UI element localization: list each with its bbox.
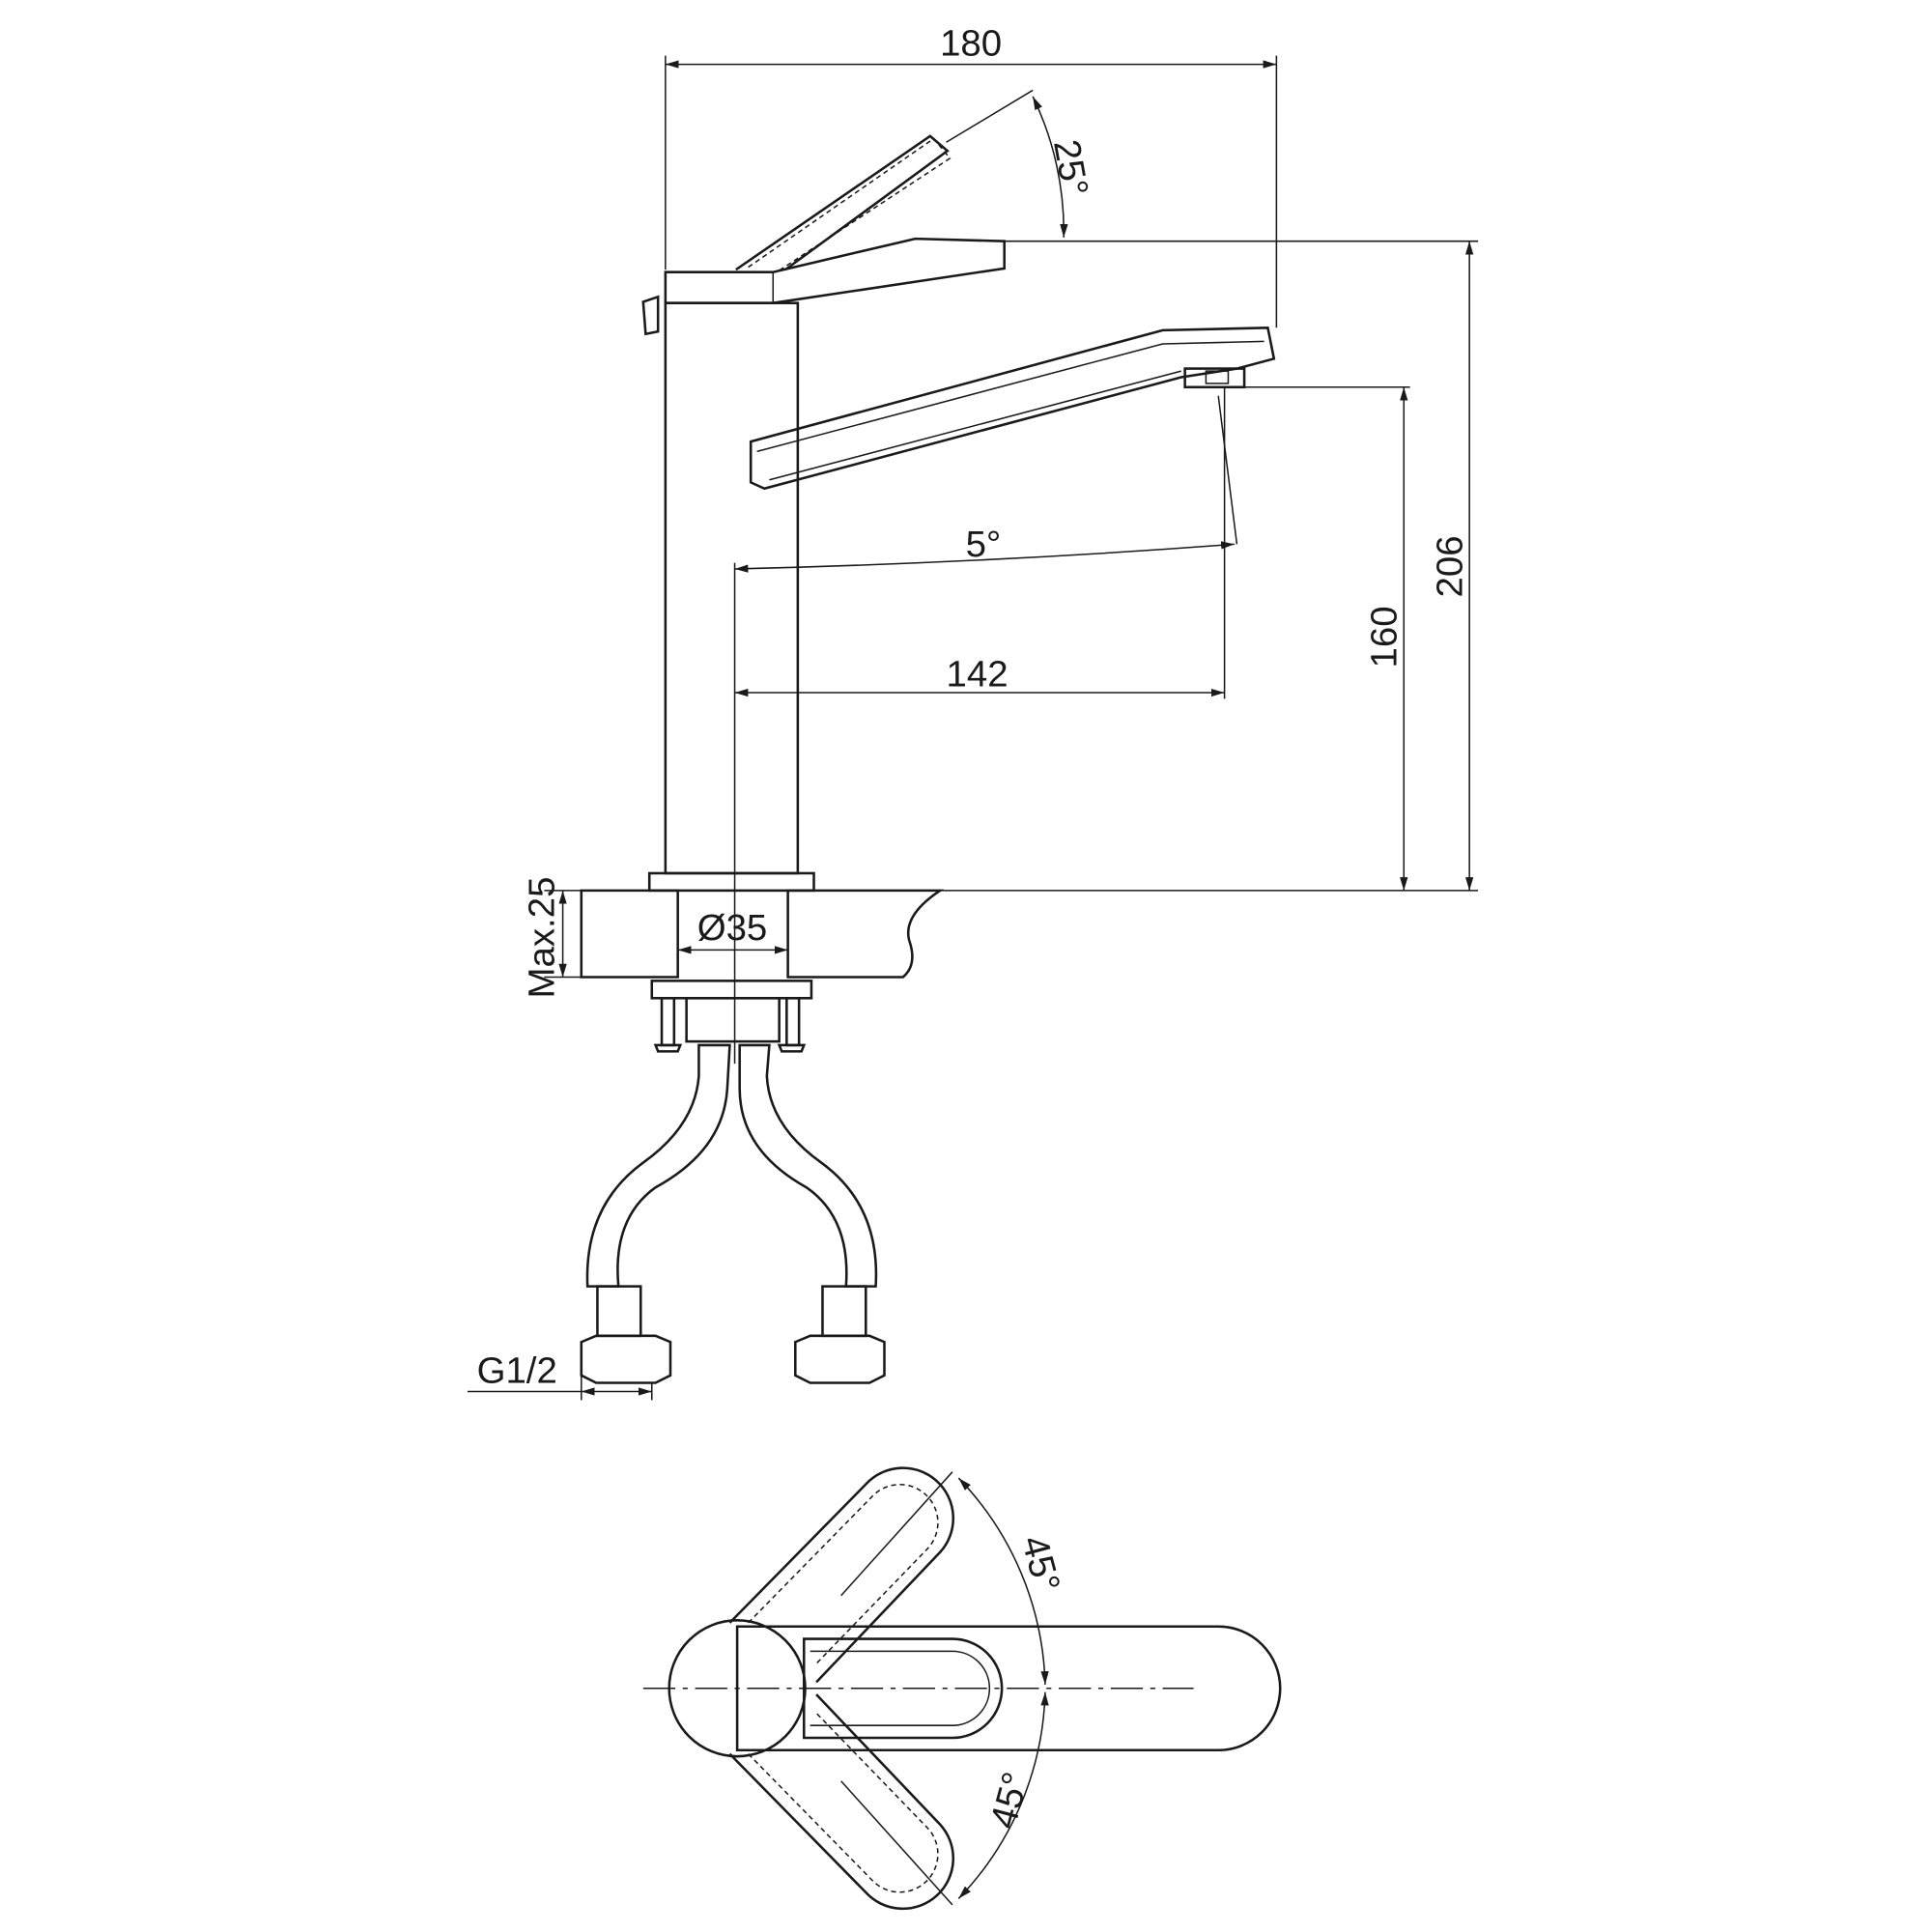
supply-hoses: [580, 1043, 886, 1384]
dimension-handle-angle: 25°: [946, 89, 1095, 238]
spout-tilt-label: 5°: [966, 524, 1002, 565]
rotation-left-label: 45°: [1013, 1531, 1068, 1596]
dimension-counter-thickness: Max.25: [522, 877, 582, 999]
base-flange: [647, 871, 815, 893]
countertop-section: [580, 871, 945, 979]
lever-rotated-left: [728, 1466, 955, 1684]
width-label: 180: [940, 23, 1002, 65]
mount-hole-label: Ø35: [697, 907, 768, 949]
dimension-spout-reach: 142: [734, 654, 1225, 697]
spout-height-label: 160: [1364, 606, 1406, 668]
spout: [749, 327, 1276, 491]
rotation-right-label: 45°: [982, 1768, 1037, 1833]
fitting-right: [794, 1334, 886, 1384]
dimension-mount-hole: Ø35: [677, 907, 788, 954]
counter-thickness-label: Max.25: [522, 877, 563, 999]
lever-rotated-right: [728, 1693, 955, 1911]
lever-handle: [641, 134, 1006, 336]
dimension-overall-height: 206: [1429, 241, 1474, 891]
fitting-left: [580, 1334, 672, 1384]
dimension-spout-height: 160: [1364, 386, 1408, 891]
handle-angle-label: 25°: [1045, 136, 1095, 199]
faucet-body: [664, 301, 800, 875]
spout-top: [735, 1625, 1282, 1752]
dimension-thread: G1/2: [467, 1348, 653, 1401]
aerator: [1183, 367, 1246, 389]
spout-reach-label: 142: [946, 654, 1008, 696]
mounting-nut: [650, 980, 813, 1053]
thread-label: G1/2: [477, 1350, 557, 1391]
dimension-spout-tilt: 5°: [734, 524, 1235, 573]
top-view: 45° 45°: [642, 1466, 1282, 1911]
overall-height-label: 206: [1429, 535, 1470, 597]
dimension-width: 180: [665, 23, 1278, 328]
side-view: 180 25° 206: [467, 23, 1479, 1401]
